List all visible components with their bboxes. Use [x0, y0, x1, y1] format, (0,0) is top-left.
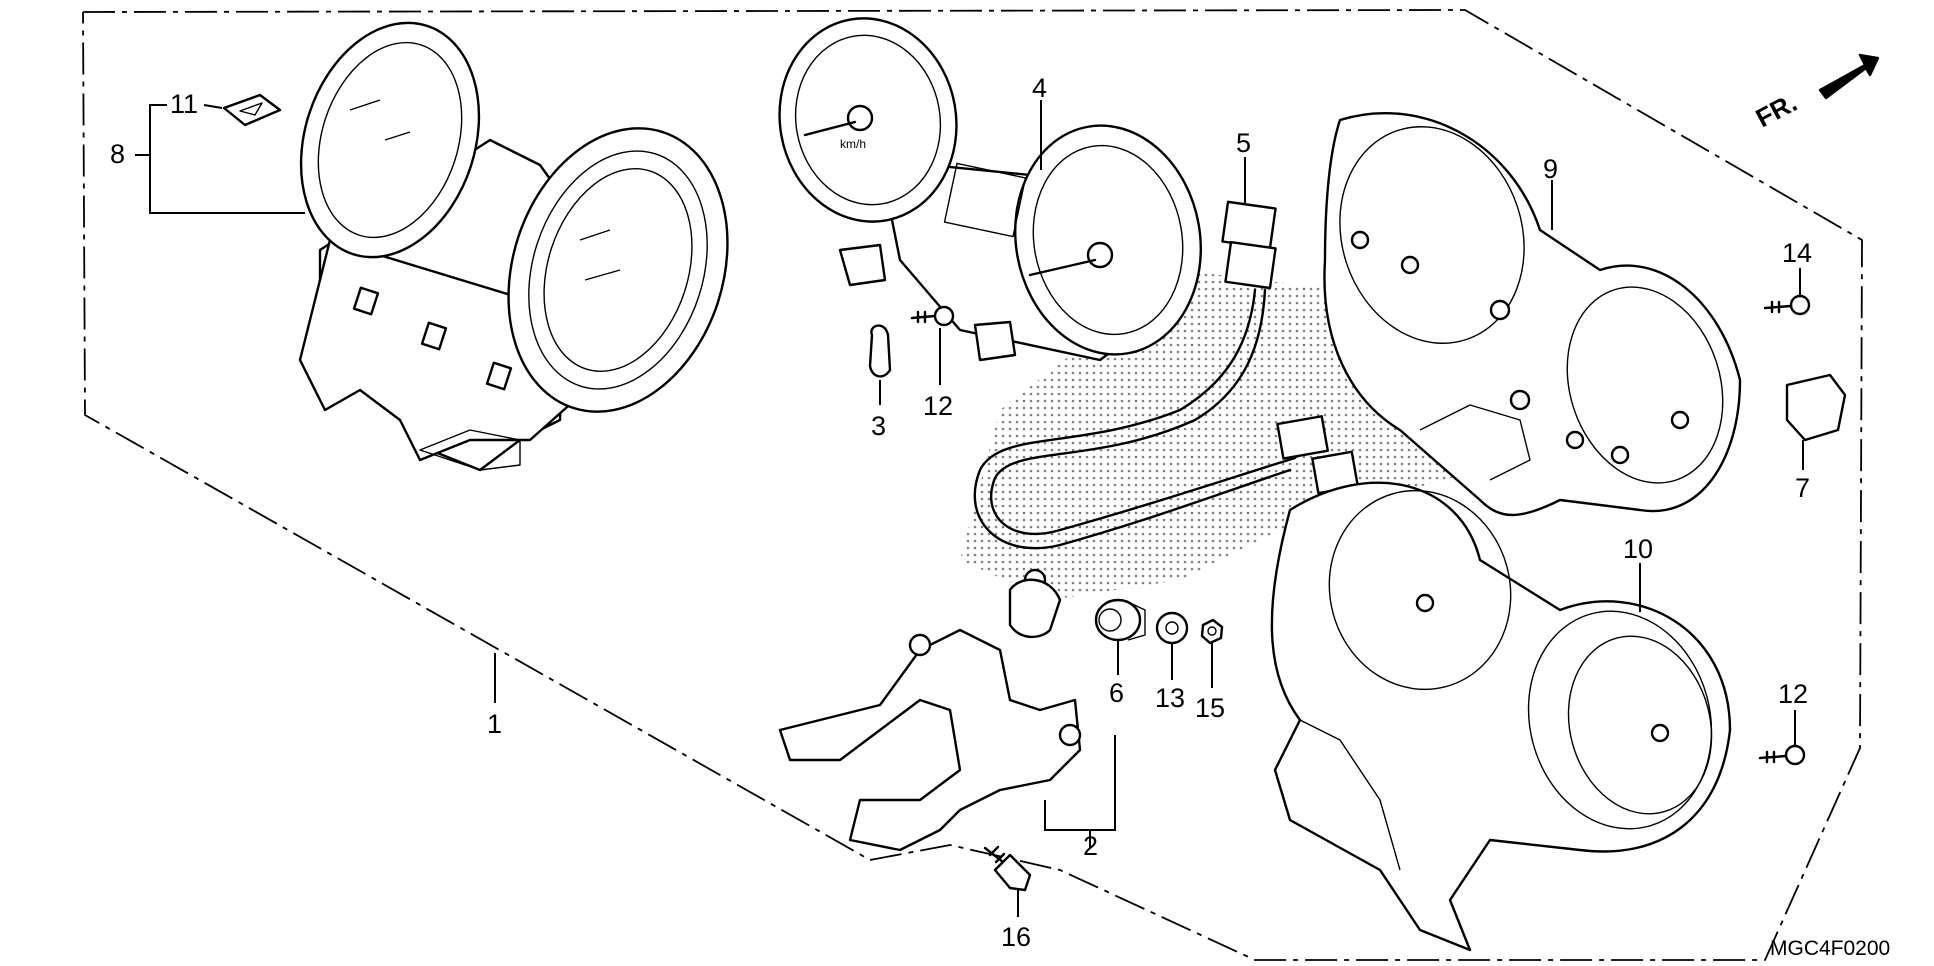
- front-direction-arrow-icon: FR.: [1751, 53, 1880, 133]
- leader-11: [203, 104, 223, 109]
- clip-part-3: [868, 324, 892, 378]
- grommet-part-6: [1094, 598, 1146, 642]
- collar-part-13: [1155, 611, 1189, 645]
- nut-part-15: [1200, 618, 1224, 645]
- callout-10: 10: [1623, 534, 1653, 564]
- svg-text:km/h: km/h: [840, 137, 866, 151]
- screw-part-12-left: [910, 305, 955, 327]
- callout-4: 4: [1032, 73, 1047, 103]
- callout-3: 3: [871, 411, 886, 441]
- callout-15: 15: [1195, 693, 1225, 723]
- callout-1: 1: [487, 709, 502, 739]
- drawing-code: MGC4F0200: [1770, 937, 1890, 960]
- front-direction-label: FR.: [1751, 87, 1802, 133]
- leader-2: [1044, 735, 1116, 831]
- callout-16: 16: [1001, 922, 1031, 952]
- callout-7: 7: [1795, 473, 1810, 503]
- callout-5: 5: [1236, 128, 1251, 158]
- meter-stay-part-2: [778, 568, 1082, 852]
- wire-harness-part-5: [973, 200, 1360, 550]
- lower-cover-part-10: [1270, 481, 1732, 952]
- callout-6: 6: [1109, 678, 1124, 708]
- cap-part-7: [1785, 373, 1847, 442]
- callout-13: 13: [1155, 683, 1185, 713]
- screw-part-14: [1763, 294, 1811, 316]
- assembly-boundary: [82, 9, 1863, 961]
- meter-assembly-part-4: km/h: [778, 17, 1202, 362]
- callout-8: 8: [110, 139, 125, 169]
- callout-2: 2: [1083, 831, 1098, 861]
- screw-part-12-right: [1758, 744, 1806, 766]
- callout-11: 11: [170, 89, 198, 119]
- leader-8: [149, 104, 305, 214]
- callout-12-right: 12: [1778, 679, 1808, 709]
- callout-9: 9: [1543, 154, 1558, 184]
- meter-case-cover-part-8: [298, 21, 729, 472]
- callout-12-left: 12: [923, 391, 953, 421]
- bolt-part-16: [983, 845, 1032, 892]
- meter-case-part-9: [1323, 111, 1742, 517]
- emblem-part-11: [222, 93, 282, 127]
- callout-14: 14: [1782, 238, 1812, 268]
